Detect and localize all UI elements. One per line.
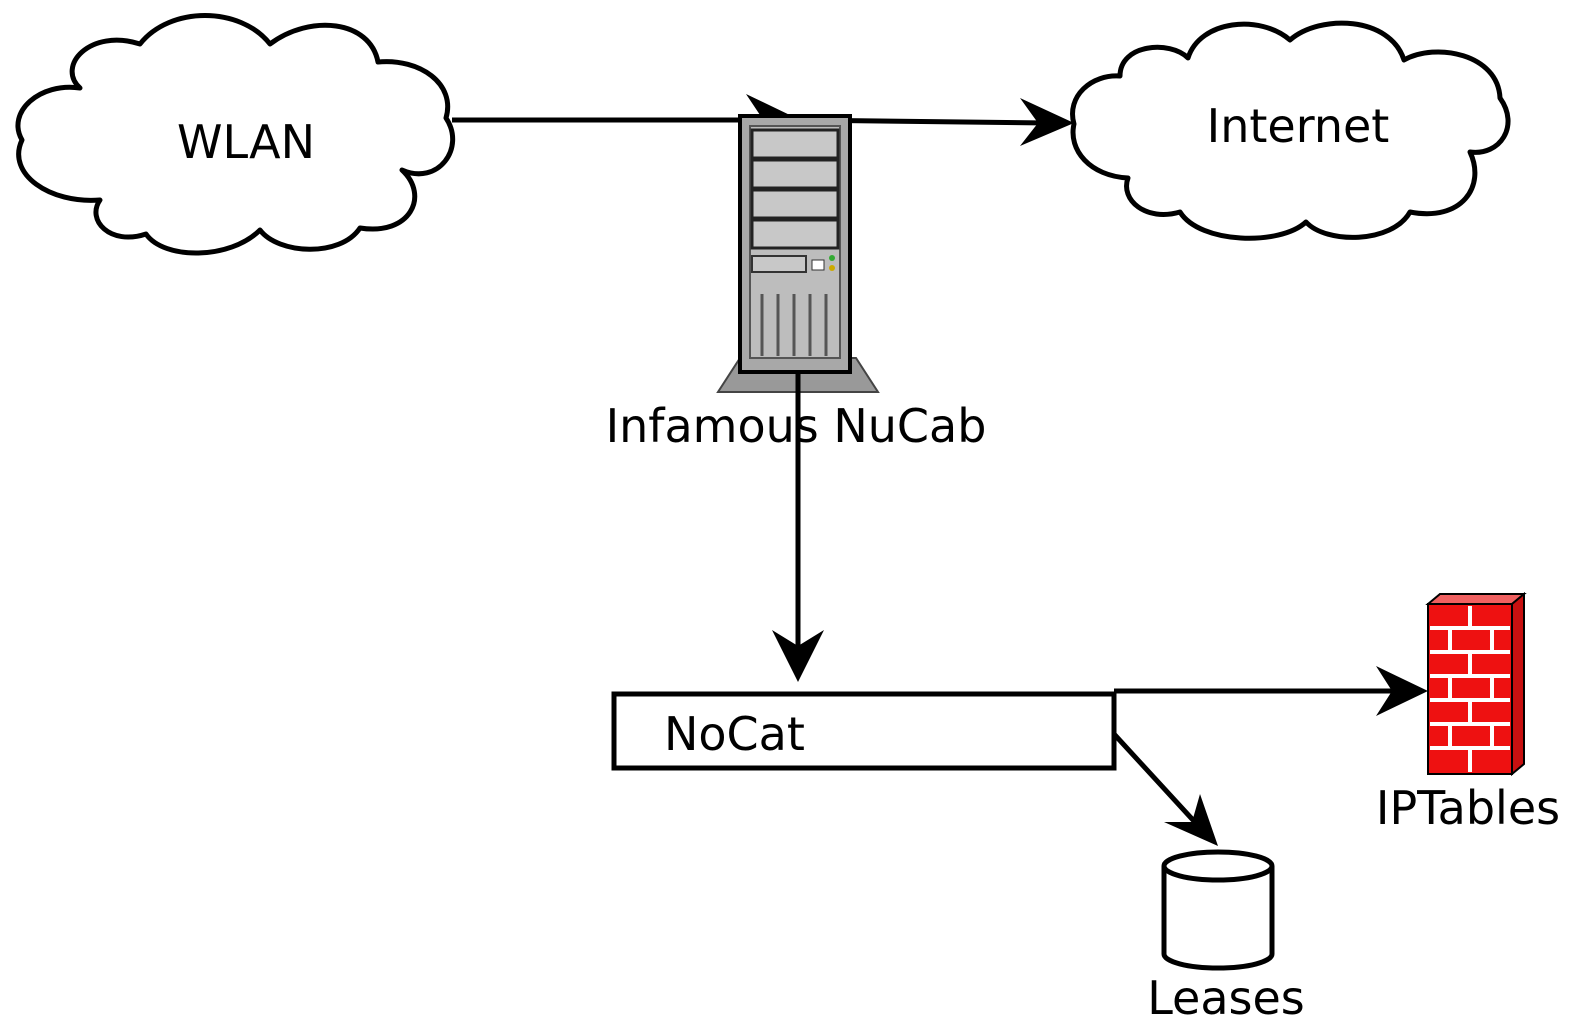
server-node: Infamous NuCab bbox=[606, 114, 986, 453]
firewall-top bbox=[1425, 593, 1527, 605]
internet-cloud: Internet bbox=[1070, 20, 1511, 241]
cloud-shape bbox=[15, 13, 456, 256]
arrowhead-leases bbox=[1164, 794, 1218, 846]
leases-node: Leases bbox=[1147, 849, 1305, 1025]
firewall-mortar bbox=[1430, 606, 1510, 772]
arrowhead-iptables bbox=[1376, 666, 1428, 716]
power-button bbox=[811, 259, 825, 271]
nocat-node: NoCat bbox=[611, 691, 1117, 771]
connector-server-to-nocat bbox=[772, 374, 824, 682]
drive-bay-3 bbox=[750, 188, 840, 220]
iptables-node: IPTables bbox=[1376, 591, 1560, 835]
wlan-label: WLAN bbox=[177, 115, 315, 169]
nocat-label: NoCat bbox=[664, 707, 805, 761]
drive-bay-2 bbox=[750, 158, 840, 190]
server-icon bbox=[716, 114, 880, 393]
nocat-box bbox=[611, 691, 1117, 771]
connector-nocat-to-iptables bbox=[1114, 666, 1428, 716]
firewall-side bbox=[1511, 591, 1525, 777]
firewall-icon bbox=[1425, 591, 1527, 777]
cd-slot bbox=[751, 255, 807, 273]
iptables-label: IPTables bbox=[1376, 781, 1560, 835]
leases-label: Leases bbox=[1147, 971, 1305, 1025]
activity-led bbox=[829, 265, 835, 271]
drive-bay-4 bbox=[750, 218, 840, 250]
arrowhead-nocat bbox=[772, 630, 824, 682]
arrowhead-internet bbox=[1020, 98, 1074, 146]
wlan-cloud: WLAN bbox=[15, 13, 456, 256]
power-led bbox=[829, 255, 835, 261]
drive-bay-1 bbox=[750, 128, 840, 160]
internet-label: Internet bbox=[1207, 99, 1390, 153]
vent-slots bbox=[760, 294, 828, 356]
database-icon bbox=[1161, 849, 1275, 971]
cloud-shape bbox=[1070, 20, 1511, 241]
connector-nocat-to-leases bbox=[1112, 732, 1218, 846]
firewall-front bbox=[1427, 603, 1513, 775]
